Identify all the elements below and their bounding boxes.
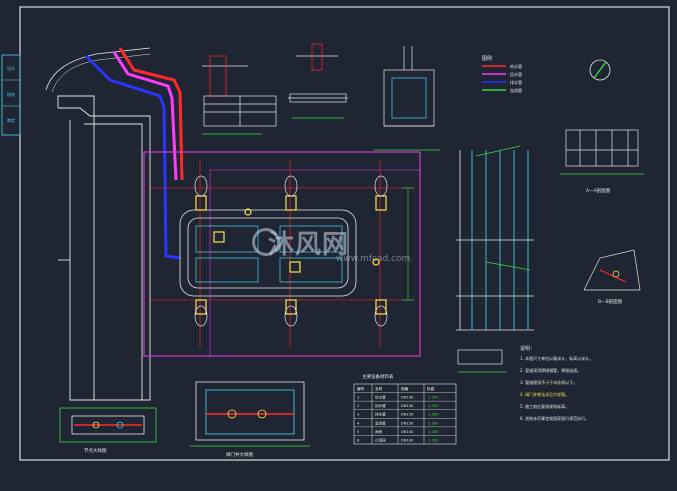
watermark-brand: 沐风网 (268, 230, 350, 260)
table-cell: 5 (357, 430, 359, 434)
material-table: 主要设备材料表 编号 名称 规格 标高 1 给水管 DN100 -1.200 2 回水管 DN100… (353, 373, 457, 445)
notes-block: 说明： 1. 本图尺寸单位以毫米计，标高以米计。 2. 管道采用焊接钢管，焊接连接… (520, 345, 593, 421)
table-cell: 6 (357, 438, 360, 442)
note-line: 4. 阀门井做法详见大样图。 (520, 391, 569, 397)
table-cell: 1 (357, 396, 359, 400)
section-aa-title: A—A剖面图 (586, 187, 611, 194)
table-cell: 排水管 (375, 412, 386, 417)
table-cell: 2 (357, 404, 359, 408)
pipe-blue (84, 54, 181, 260)
table-header-cell: 规格 (401, 386, 409, 391)
detail-pipe-crossing (288, 43, 348, 119)
riser-diagram (456, 145, 534, 331)
table-cell: DN150 (401, 413, 414, 417)
manhole-symbols (194, 175, 388, 327)
north-arrow (589, 59, 611, 81)
section-aa (560, 129, 644, 175)
detail-valve-top (202, 55, 277, 135)
plan-grid (150, 160, 414, 348)
legend-label-magenta: 回水管 (510, 71, 522, 77)
table-cell: 溢流管 (375, 420, 386, 425)
table-cell: -1.200 (427, 438, 439, 442)
legend-label-blue: 排水管 (510, 79, 522, 85)
note-line: 1. 本图尺寸单位以毫米计，标高以米计。 (520, 355, 593, 361)
table-cell: DN100 (401, 438, 414, 442)
table-cell: DN100 (401, 430, 414, 434)
note-line: 5. 施工前应复核现场标高。 (520, 403, 569, 409)
detail-small-bottom (457, 349, 506, 373)
table-cell: DN100 (401, 404, 414, 408)
road-curve (45, 47, 151, 91)
legend-title: 图例 (482, 55, 492, 62)
table-cell: -1.500 (427, 421, 439, 425)
note-line: 6. 其他未尽事宜按国家现行规范执行。 (520, 415, 589, 421)
table-header-cell: 名称 (375, 386, 383, 391)
strip-label-design: 设计 (7, 65, 15, 71)
table-cell: 闸阀 (375, 429, 383, 434)
table-cell: DN150 (401, 421, 414, 425)
plan-dimension-right (402, 187, 414, 301)
section-bb (583, 249, 641, 291)
table-cell: 止回阀 (375, 437, 386, 442)
pipe-magenta (112, 51, 178, 181)
table-cell: 给水管 (375, 395, 386, 400)
table-cell: -1.200 (427, 430, 439, 434)
table-cell: 回水管 (375, 403, 386, 408)
pipe-group (84, 47, 184, 260)
pool-outline (179, 209, 357, 297)
section-bb-title: B—B剖面图 (598, 298, 623, 305)
table-cell: DN100 (401, 396, 414, 400)
watermark-url: www.mfcad.com (336, 254, 411, 264)
table-cell: -1.200 (427, 396, 439, 400)
table-title: 主要设备材料表 (362, 373, 394, 380)
pipe-red (118, 47, 184, 181)
building-outline (57, 95, 151, 401)
table-cell: 3 (357, 413, 359, 417)
legend-label-green: 溢流管 (510, 87, 522, 93)
notes-title: 说明： (520, 345, 535, 352)
strip-label-approve: 审定 (7, 117, 15, 123)
table-cell: 4 (357, 421, 360, 425)
note-line: 3. 管道埋深不小于冰冻线以下。 (520, 379, 577, 385)
valve-well-title: 阀门井大样图 (226, 451, 253, 458)
detail-title: 节点大样图 (84, 447, 107, 454)
bottom-left-detail (59, 407, 157, 443)
table-header-cell: 编号 (357, 386, 365, 391)
pipe-legend: 图例 给水管 回水管 排水管 溢流管 (482, 55, 522, 93)
watermark-logo-icon (252, 228, 280, 256)
table-header-cell: 标高 (427, 386, 435, 391)
table-cell: -1.200 (427, 404, 439, 408)
left-title-strip: 设计 校核 审定 (1, 54, 21, 136)
legend-label-red: 给水管 (510, 63, 522, 69)
strip-label-check: 校核 (7, 91, 15, 97)
detail-valve-well (374, 46, 440, 151)
note-line: 2. 管道采用焊接钢管，焊接连接。 (520, 367, 581, 373)
table-cell: -1.500 (427, 413, 439, 417)
valve-well-section (190, 381, 310, 447)
